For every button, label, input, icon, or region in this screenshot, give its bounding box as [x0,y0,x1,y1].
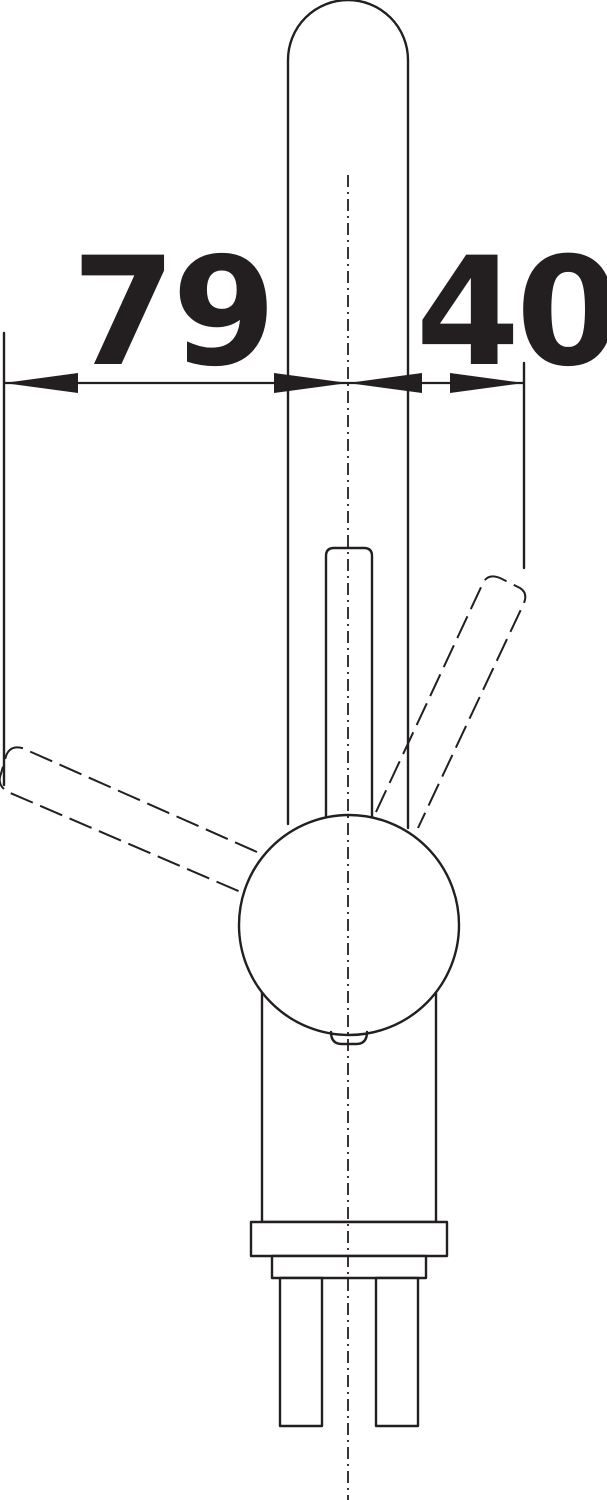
supply-pipe-right [374,1276,420,1428]
dimension-label-left: 79 [72,226,273,400]
arrow-right-outer [450,373,524,393]
base-washer [270,1254,428,1280]
ball-nut [329,1030,369,1046]
arrow-center-from-left [274,373,348,393]
lever-dashed-right [375,575,527,829]
lever-dashed-left [0,746,258,894]
base-flange [249,1220,449,1258]
lever-handle-upright [324,546,374,820]
mixer-ball [237,813,461,1037]
dimension-line [4,373,524,393]
dimension-label-right: 40 [416,226,607,400]
supply-pipe-left [278,1276,324,1428]
arrow-left-outer [4,373,78,393]
faucet-spout [286,0,410,830]
arrow-center-from-right [348,373,422,393]
